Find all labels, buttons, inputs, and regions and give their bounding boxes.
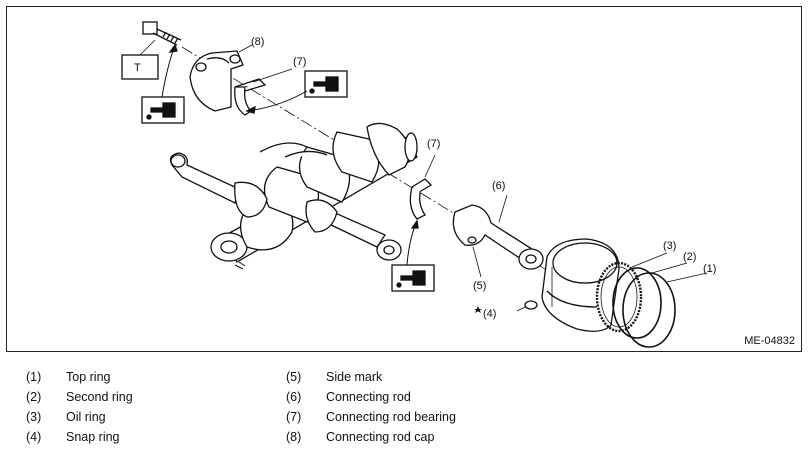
callout-5: (5) [473,280,486,292]
legend-text: Connecting rod bearing [326,410,456,424]
legend-text: Connecting rod [326,390,411,404]
legend-text: Snap ring [66,430,120,444]
legend-item: (7) Connecting rod bearing [286,410,546,426]
oil-ring [595,261,643,333]
exploded-diagram: T (8) (7) (7) (6) (5) (4) (3) (2) (1) ME… [6,6,802,352]
callout-2: (2) [683,251,696,263]
legend-item: (1) Top ring [26,370,286,386]
installed-connecting-rod [305,199,402,261]
piston [541,238,620,332]
callout-7-upper: (7) [293,56,306,68]
legend-text: Side mark [326,370,383,384]
legend-text: Connecting rod cap [326,430,435,444]
top-ring [622,272,676,348]
rod-cap-bolt [142,21,182,46]
diagram-drawing: T (8) (7) (7) (6) (5) (4) (3) (2) (1) [121,21,716,348]
legend-item: (8) Connecting rod cap [286,430,546,446]
legend-item: (4) Snap ring [26,430,286,446]
legend-number: (6) [286,390,302,404]
torque-box [121,54,159,80]
callout-7-lower: (7) [427,138,440,150]
installed-connecting-rod [169,152,268,218]
legend-number: (3) [26,410,42,424]
legend-number: (7) [286,410,302,424]
legend-number: (8) [286,430,302,444]
callout-3: (3) [663,240,676,252]
oil-icon [391,264,435,292]
torque-label: T [134,62,141,74]
connecting-rod [452,204,544,270]
callout-6: (6) [492,180,505,192]
legend-text: Second ring [66,390,133,404]
legend-item: (5) Side mark [286,370,546,386]
star-icon [474,306,482,313]
legend-number: (2) [26,390,42,404]
callout-8: (8) [251,36,264,48]
callout-1: (1) [703,263,716,275]
oil-icon [141,96,185,124]
callout-4: (4) [483,308,496,320]
oil-icon [304,70,348,98]
legend-item: (6) Connecting rod [286,390,546,406]
snap-ring [524,300,538,310]
legend-item: (2) Second ring [26,390,286,406]
connecting-rod-cap [189,50,244,112]
legend-item: (3) Oil ring [26,410,286,426]
lower-bearing-shell [409,178,433,220]
legend-number: (1) [26,370,42,384]
figure-id: ME-04832 [744,335,795,347]
legend-number: (4) [26,430,42,444]
legend-number: (5) [286,370,302,384]
legend-text: Oil ring [66,410,106,424]
second-ring [612,267,662,339]
legend-text: Top ring [66,370,111,384]
